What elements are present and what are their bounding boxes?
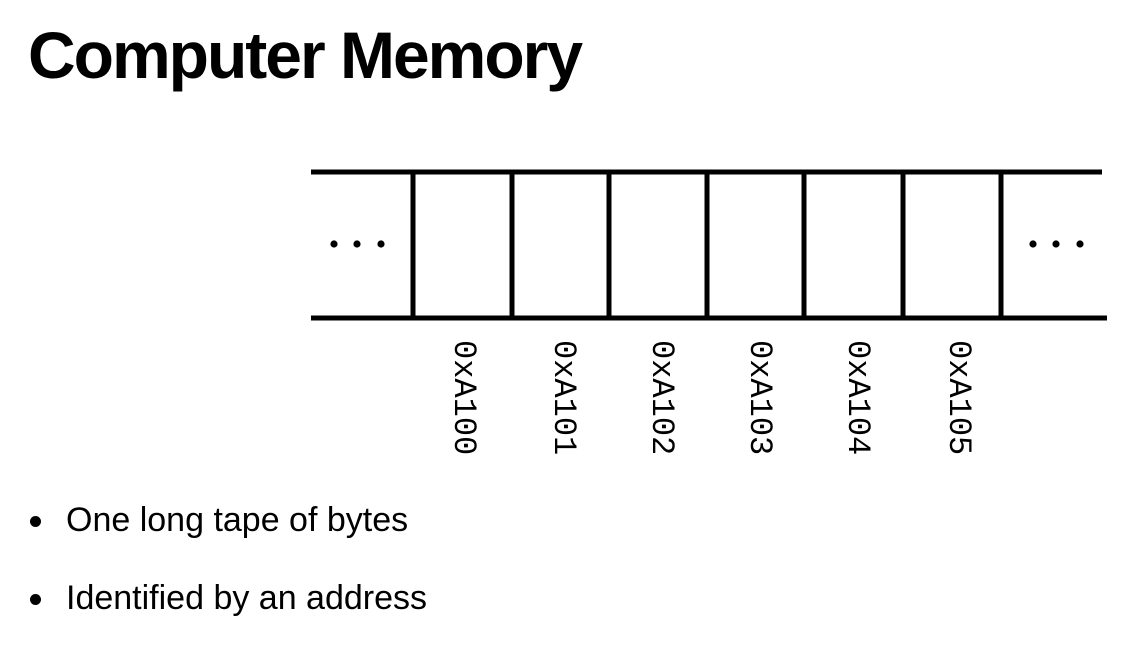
bullet-item: One long tape of bytes <box>30 500 427 578</box>
ellipsis-left <box>330 240 385 248</box>
ellipsis-dot <box>1052 240 1060 248</box>
bullet-dot-icon <box>30 594 41 605</box>
address-text: 0xA104 <box>839 340 876 456</box>
address-text: 0xA102 <box>643 340 680 456</box>
address-text: 0xA100 <box>445 340 482 456</box>
ellipsis-dot <box>1076 240 1084 248</box>
cell-dividers <box>410 172 1004 318</box>
bullet-item: Identified by an address <box>30 578 427 656</box>
address-text: 0xA103 <box>741 340 778 456</box>
slide-title: Computer Memory <box>28 18 583 92</box>
bullet-list: One long tape of bytes Identified by an … <box>30 500 427 656</box>
ellipsis-dot <box>377 240 385 248</box>
bullet-dot-icon <box>30 516 41 527</box>
bullet-text: One long tape of bytes <box>66 501 409 539</box>
ellipsis-dot <box>330 240 338 248</box>
address-text: 0xA101 <box>545 340 582 456</box>
address-text: 0xA105 <box>940 340 977 456</box>
ellipsis-dot <box>1029 240 1037 248</box>
bullet-text: Identified by an address <box>66 579 428 617</box>
ellipsis-dot <box>353 240 361 248</box>
ellipsis-right <box>1029 240 1084 248</box>
